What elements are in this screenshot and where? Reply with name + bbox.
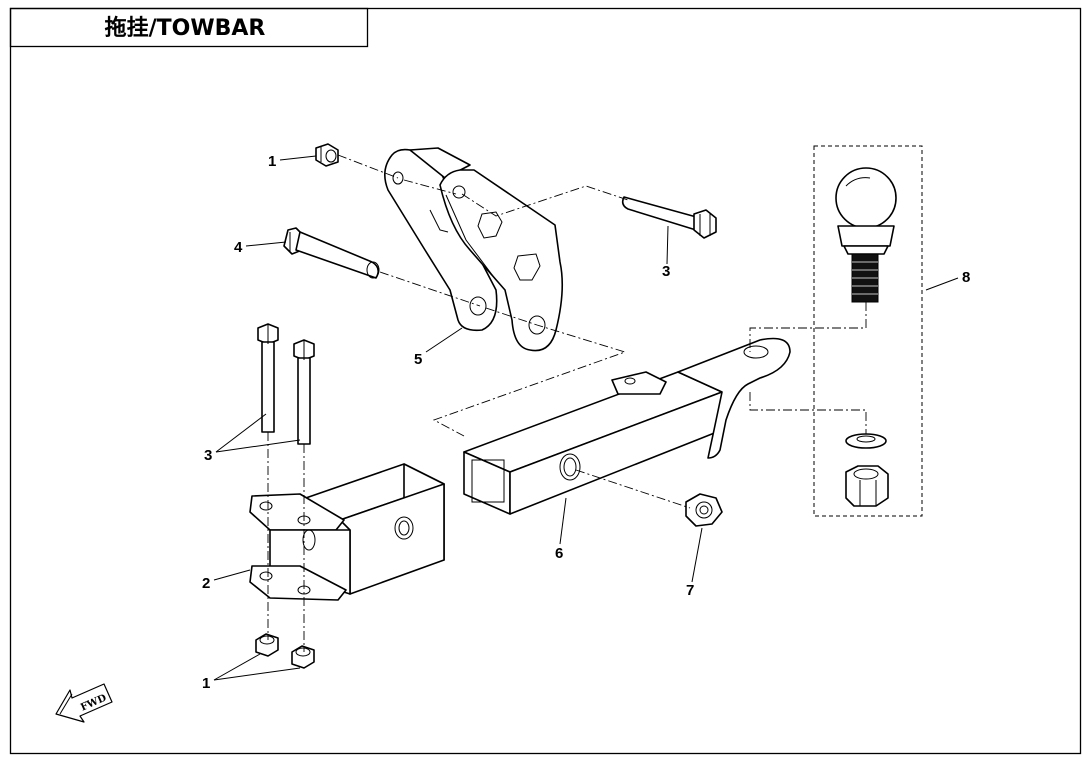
flange-nut-top-part xyxy=(315,143,339,167)
hex-nut-part xyxy=(685,493,723,527)
top-bolt-part xyxy=(621,196,717,239)
mounting-bracket-part xyxy=(384,147,564,352)
callout-2: 2 xyxy=(202,575,210,592)
page-title: 拖挂/TOWBAR xyxy=(105,15,266,41)
callout-numbers: 1 4 3 8 5 3 6 2 7 1 xyxy=(202,153,970,692)
callout-3-left: 3 xyxy=(204,447,212,464)
callout-3-top: 3 xyxy=(662,263,670,280)
callout-1-bottom: 1 xyxy=(202,675,210,692)
vertical-bolts-part xyxy=(257,323,315,445)
fwd-arrow-icon: FWD xyxy=(55,683,113,723)
callout-7: 7 xyxy=(686,582,694,599)
diagram-border xyxy=(9,7,1082,755)
receiver-bracket-part xyxy=(249,463,445,601)
callout-4: 4 xyxy=(234,239,243,256)
leader-lines xyxy=(213,155,959,681)
hitch-ball-kit-part xyxy=(813,145,923,517)
callout-6: 6 xyxy=(555,545,563,562)
callout-8: 8 xyxy=(962,269,970,286)
title-box xyxy=(9,7,369,48)
callout-5: 5 xyxy=(414,351,422,368)
drawbar-part xyxy=(463,337,791,515)
callout-1-top: 1 xyxy=(268,153,276,170)
flange-nuts-bottom-part xyxy=(255,633,315,669)
assembly-lines xyxy=(267,154,867,652)
long-bolt-part xyxy=(283,227,380,279)
